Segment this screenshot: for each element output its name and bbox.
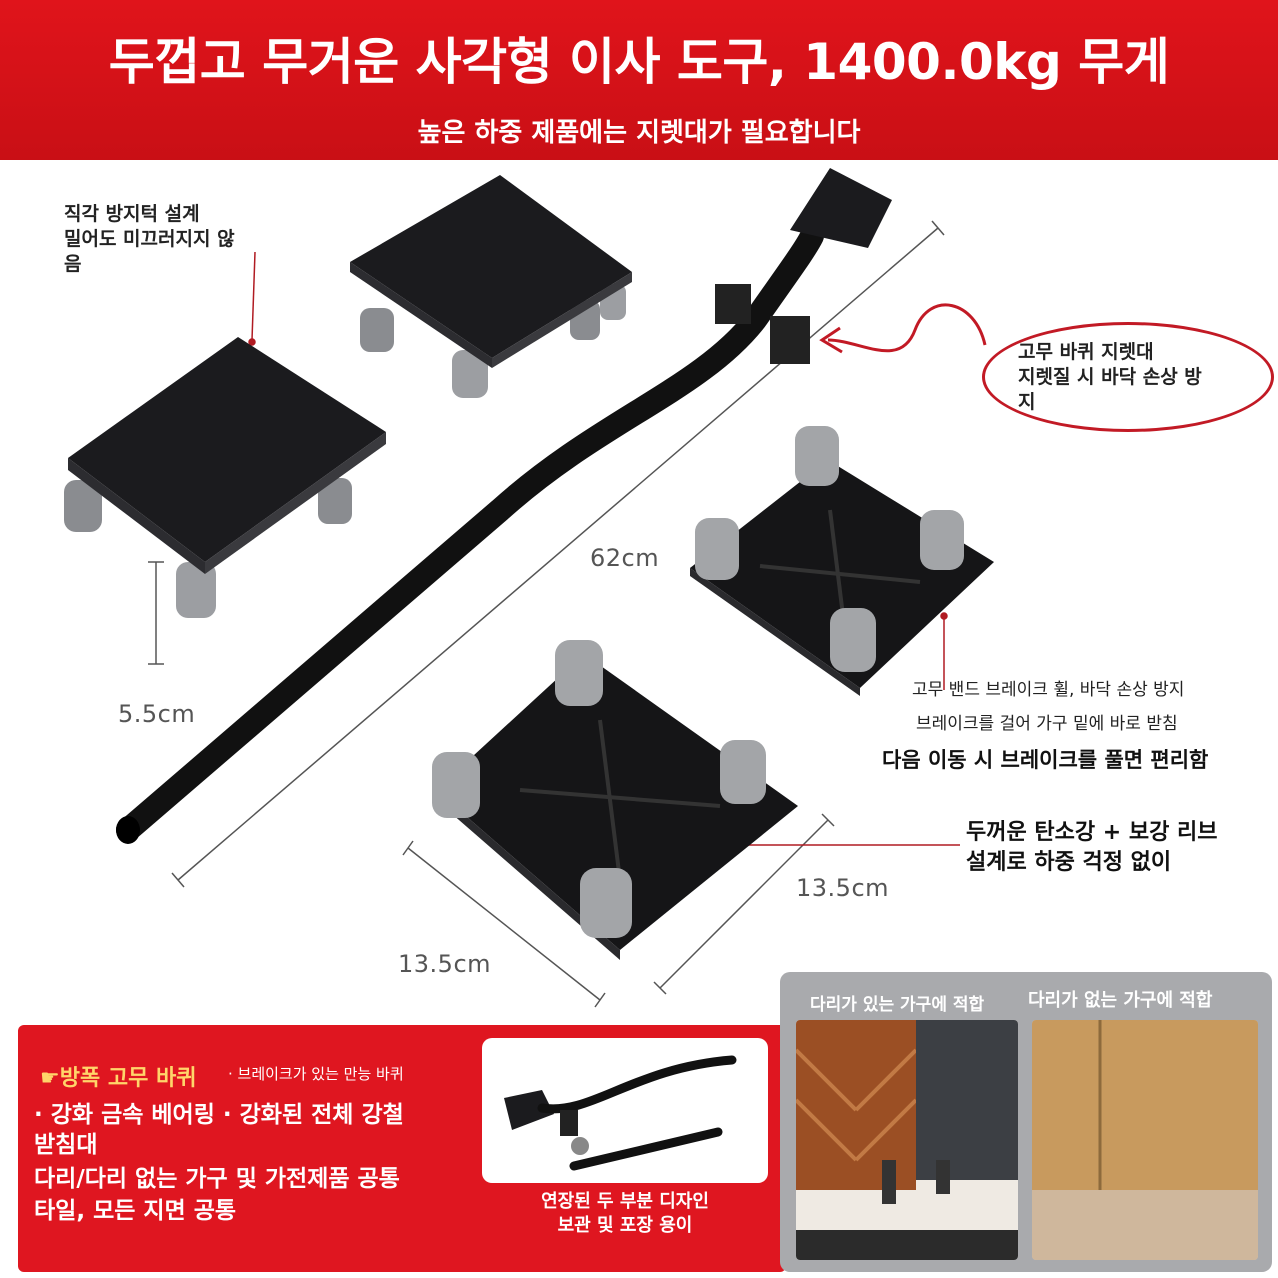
steel-note: 두꺼운 탄소강 + 보강 리브 설계로 하중 걱정 없이	[966, 818, 1217, 878]
feature-line-1: · 강화 금속 베어링 · 강화된 전체 강철	[34, 1102, 404, 1128]
depth-dimension: 13.5cm	[796, 874, 890, 902]
rubber-lever-line-3: 지	[1018, 391, 1036, 413]
handle-image-box	[482, 1038, 768, 1183]
nonslip-line-2: 밀어도 미끄러지지 않	[64, 228, 235, 250]
feature-line-4: 타일, 모든 지면 공통	[34, 1198, 237, 1224]
wheels-subtitle: · 브레이크가 있는 만능 바퀴	[228, 1065, 404, 1083]
page-title: 두껍고 무거운 사각형 이사 도구, 1400.0kg 무게	[108, 33, 1170, 91]
dolly-right-bottom-view	[690, 426, 994, 696]
brake-note-2: 브레이크를 걸어 가구 밑에 바로 받침	[916, 714, 1178, 734]
brake-note-1: 고무 밴드 브레이크 휠, 바닥 손상 방지	[912, 680, 1185, 700]
handle-caption: 연장된 두 부분 디자인 보관 및 포장 용이	[482, 1190, 768, 1238]
width-dimension: 13.5cm	[398, 950, 492, 978]
page-subtitle: 높은 하중 제품에는 지렛대가 필요합니다	[417, 118, 861, 148]
wheels-title: ☛방폭 고무 바퀴	[40, 1060, 197, 1092]
rubber-lever-line-1: 고무 바퀴 지렛대	[1018, 341, 1154, 363]
dolly-left	[64, 337, 386, 618]
rubber-lever-note: 고무 바퀴 지렛대 지렛질 시 바닥 손상 방 지	[1018, 340, 1268, 415]
brake-note-3: 다음 이동 시 브레이크를 풀면 편리함	[882, 748, 1209, 772]
product-illustration	[64, 168, 994, 1008]
handle-caption-line-1: 연장된 두 부분 디자인	[541, 1191, 709, 1212]
lever-bar	[116, 168, 892, 844]
dolly-top	[350, 175, 632, 398]
furniture-with-legs-photo	[796, 1020, 1018, 1260]
nonslip-note: 직각 방지턱 설계 밀어도 미끄러지지 않 음	[64, 202, 235, 277]
steel-line-1: 두꺼운 탄소강 + 보강 리브	[966, 820, 1218, 845]
nonslip-line-1: 직각 방지턱 설계	[64, 203, 200, 225]
dimension-lines	[148, 220, 945, 1008]
pointing-hand-icon: ☛	[40, 1066, 60, 1091]
arrow-icon	[827, 303, 987, 353]
header-banner	[0, 0, 1278, 160]
steel-line-2: 설계로 하중 걱정 없이	[966, 850, 1172, 875]
furniture-without-legs-photo	[1032, 1020, 1258, 1260]
height-dimension: 5.5cm	[118, 700, 196, 728]
wheels-title-text: 방폭 고무 바퀴	[59, 1066, 197, 1091]
feature-line-2: 받침대	[34, 1132, 98, 1158]
arrow-head-icon	[819, 326, 843, 354]
two-part-handle-image	[504, 1055, 737, 1171]
rubber-lever-callout-ellipse	[982, 322, 1274, 432]
dolly-bottom-bottom-view	[432, 640, 798, 960]
length-dimension: 62cm	[590, 544, 660, 572]
nonslip-line-3: 음	[64, 253, 82, 275]
handle-caption-line-2: 보관 및 포장 용이	[557, 1215, 693, 1236]
without-legs-caption: 다리가 없는 가구에 적합	[1028, 990, 1213, 1011]
with-legs-caption: 다리가 있는 가구에 적합	[810, 995, 985, 1015]
rubber-lever-line-2: 지렛질 시 바닥 손상 방	[1018, 366, 1202, 388]
feature-line-3: 다리/다리 없는 가구 및 가전제품 공통	[34, 1166, 400, 1192]
